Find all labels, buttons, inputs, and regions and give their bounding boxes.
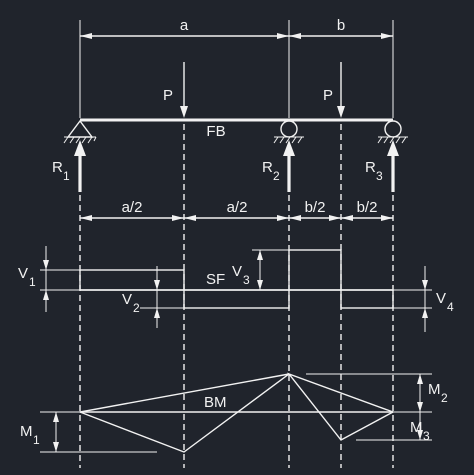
dim-arrowhead-icon — [381, 215, 393, 221]
moment-m3-index: 3 — [423, 429, 430, 443]
point-loads: P P — [163, 62, 345, 118]
dim-arrowhead-icon — [53, 442, 59, 452]
moment-region-span-b — [286, 372, 395, 441]
shear-force-label: SF — [206, 271, 225, 288]
reaction-index: 2 — [273, 169, 280, 183]
reaction-index: 1 — [63, 169, 70, 183]
reaction-symbol: R — [365, 159, 376, 176]
bending-moment-label: BM — [204, 394, 227, 411]
moment-m2-index: 2 — [441, 391, 448, 405]
half-b-left-label: b/2 — [305, 199, 326, 216]
shear-block-1 — [79, 269, 185, 291]
shear-v4-symbol: V — [436, 290, 446, 307]
half-span-dimensions: a/2 a/2 b/2 b/2 — [80, 199, 393, 221]
dim-arrowhead-icon — [289, 215, 301, 221]
shear-block-3 — [288, 249, 342, 291]
bending-moment-diagram: BM M 1 M 2 M 3 — [20, 372, 448, 453]
moment-region-span-a — [77, 373, 290, 453]
shear-force-diagram: SF V 1 V 2 V 3 V 4 — [18, 246, 454, 332]
reaction-index: 3 — [376, 169, 383, 183]
dim-arrowhead-icon — [417, 402, 423, 412]
moment-m1-index: 1 — [33, 433, 40, 447]
reaction-arrowhead-icon — [387, 140, 399, 156]
dim-arrowhead-icon — [43, 260, 49, 270]
pin-support-icon — [63, 119, 97, 144]
load-right-label: P — [323, 87, 333, 104]
half-a-left-label: a/2 — [122, 199, 143, 216]
dim-arrowhead-icon — [329, 215, 341, 221]
roller-support-icon — [377, 120, 408, 144]
dim-arrowhead-icon — [53, 412, 59, 422]
load-arrowhead-icon — [337, 106, 345, 118]
moment-m1-symbol: M — [20, 423, 33, 440]
half-a-right-label: a/2 — [227, 199, 248, 216]
span-dimensions: a b — [79, 17, 394, 118]
dim-arrowhead-icon — [289, 33, 301, 39]
shear-v4-index: 4 — [447, 300, 454, 314]
shear-v3-index: 3 — [243, 273, 250, 287]
shear-v2-index: 2 — [133, 301, 140, 315]
dim-arrowhead-icon — [80, 33, 92, 39]
roller-support-icon — [273, 120, 304, 144]
dim-arrowhead-icon — [417, 430, 423, 440]
shear-v2-symbol: V — [122, 291, 132, 308]
span-a-label: a — [180, 17, 189, 34]
dim-arrowhead-icon — [172, 215, 184, 221]
dim-arrowhead-icon — [422, 280, 428, 290]
dim-arrowhead-icon — [154, 308, 160, 318]
dim-arrowhead-icon — [184, 215, 196, 221]
dim-arrowhead-icon — [422, 308, 428, 318]
dim-arrowhead-icon — [43, 290, 49, 300]
span-b-label: b — [337, 17, 345, 34]
dim-arrowhead-icon — [417, 374, 423, 384]
reaction-arrowhead-icon — [283, 140, 295, 156]
load-arrowhead-icon — [180, 106, 188, 118]
shear-v1-symbol: V — [18, 265, 28, 282]
moment-m3-symbol: M — [410, 419, 423, 436]
moment-m2-symbol: M — [428, 381, 441, 398]
dim-arrowhead-icon — [257, 280, 263, 290]
shear-v3-symbol: V — [232, 263, 242, 280]
dim-arrowhead-icon — [381, 33, 393, 39]
shear-block-2 — [183, 289, 290, 309]
reaction-arrowhead-icon — [74, 140, 86, 156]
dim-arrowhead-icon — [341, 215, 353, 221]
reaction-r1: R 1 — [52, 140, 86, 192]
dim-arrowhead-icon — [80, 215, 92, 221]
shear-block-4 — [340, 289, 394, 309]
dim-arrowhead-icon — [277, 215, 289, 221]
reaction-r3: R 3 — [365, 140, 399, 192]
half-b-right-label: b/2 — [357, 199, 378, 216]
shear-v1-index: 1 — [29, 275, 36, 289]
reaction-r2: R 2 — [262, 140, 295, 192]
load-left-label: P — [163, 87, 173, 104]
dim-arrowhead-icon — [154, 280, 160, 290]
reaction-symbol: R — [52, 159, 63, 176]
free-body-label: FB — [206, 123, 225, 140]
dim-arrowhead-icon — [257, 250, 263, 260]
reaction-symbol: R — [262, 159, 273, 176]
dim-arrowhead-icon — [277, 33, 289, 39]
